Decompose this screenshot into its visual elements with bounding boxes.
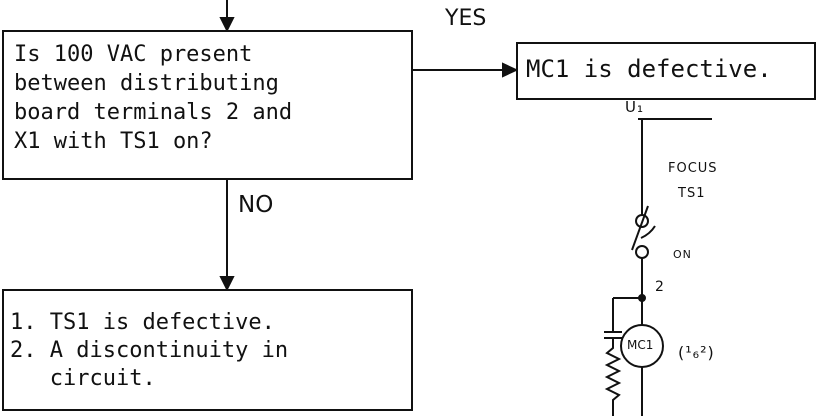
question-line: X1 with TS1 on?	[14, 129, 213, 154]
no-result-line: 2. A discontinuity in	[10, 338, 289, 363]
schematic-drawing	[604, 118, 712, 416]
no-result-line: circuit.	[10, 366, 156, 391]
no-result-line: 1. TS1 is defective.	[10, 310, 275, 335]
switch-name-label: FOCUS	[668, 161, 718, 176]
question-line: board terminals 2 and	[14, 100, 293, 125]
switch-rotation-arrow	[640, 225, 656, 239]
question-line: Is 100 VAC present	[14, 42, 253, 67]
resistor-zigzag	[604, 338, 622, 416]
question-line: between distributing	[14, 71, 279, 96]
contact-reference-label: (¹₆²)	[678, 343, 715, 362]
switch-id-label: TS1	[678, 186, 706, 201]
yes-result-text: MC1 is defective.	[526, 55, 772, 83]
question-box: Is 100 VAC present between distributing …	[2, 30, 413, 180]
node-2-label: 2	[655, 279, 665, 295]
incoming-arrowhead	[219, 17, 235, 33]
relay-label: MC1	[627, 338, 654, 352]
yes-arrowhead	[502, 62, 519, 78]
yes-label: YES	[445, 6, 487, 31]
no-result-box: 1. TS1 is defective. 2. A discontinuity …	[2, 289, 413, 411]
node-u1-label: U₁	[625, 98, 644, 116]
no-label: NO	[238, 192, 274, 218]
switch-blade	[631, 205, 649, 251]
no-arrowhead	[219, 276, 235, 292]
yes-result-box: MC1 is defective.	[516, 42, 816, 100]
switch-state-label: ON	[673, 248, 692, 261]
switch-contact-lower	[635, 245, 649, 259]
